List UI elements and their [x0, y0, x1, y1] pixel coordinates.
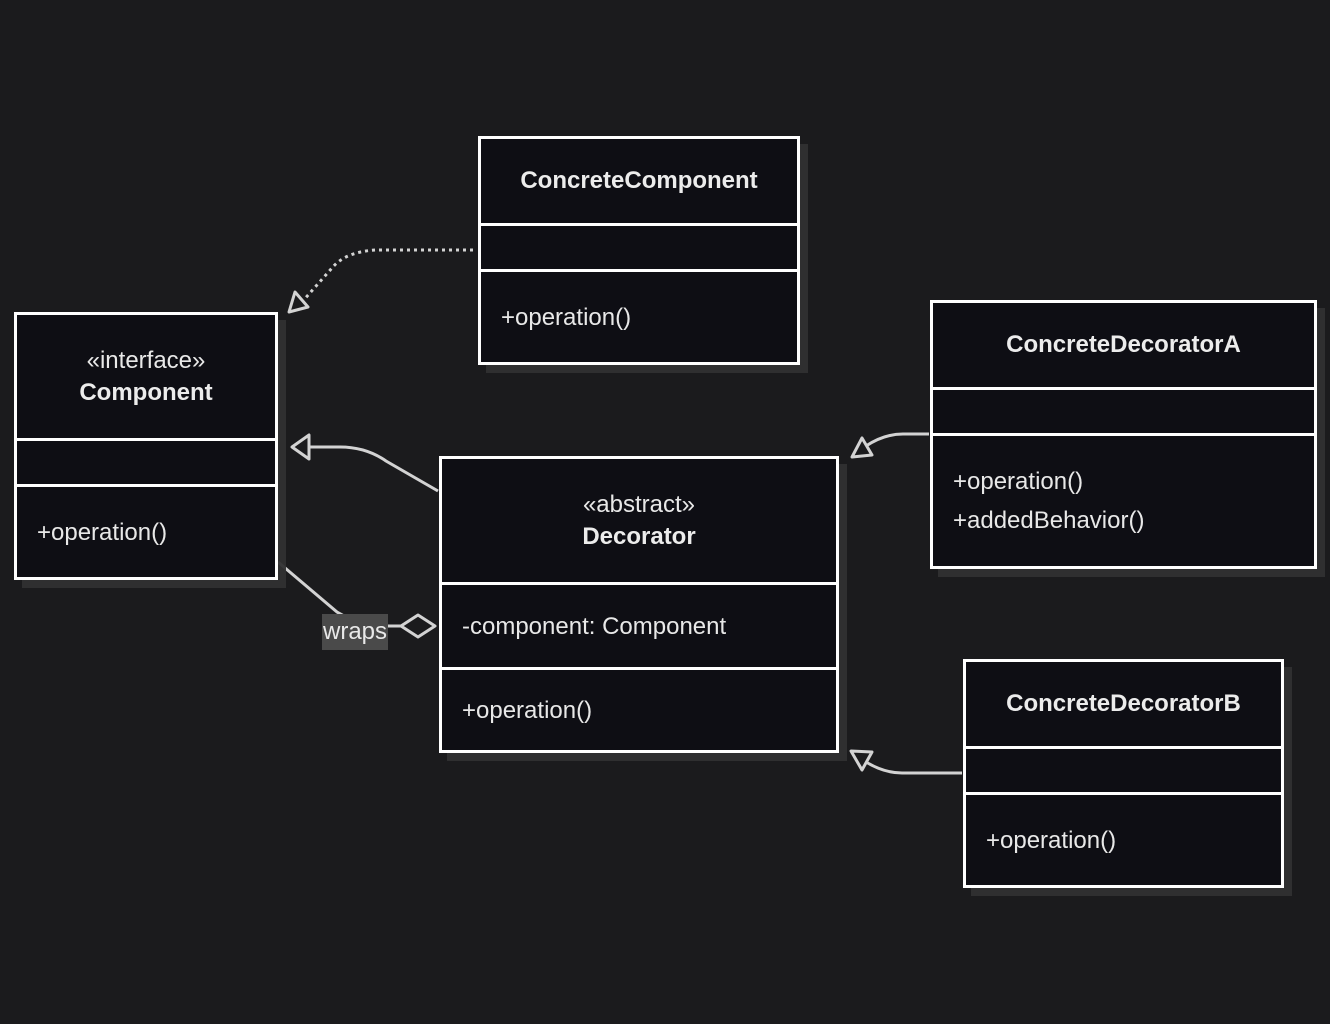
generalization-arrowhead-a: [850, 436, 874, 459]
class-decorator[interactable]: «abstract» Decorator -component: Compone…: [439, 456, 839, 753]
generalization-edge-decorator-a: [865, 432, 929, 448]
class-name: ConcreteDecoratorB: [1006, 690, 1241, 717]
realization-edge-concrete-component: [300, 248, 473, 303]
class-name: ConcreteComponent: [520, 167, 758, 194]
operation: +operation(): [953, 468, 1084, 495]
class-name: Decorator: [582, 522, 696, 550]
attributes-compartment: [966, 749, 1281, 795]
attributes-compartment: [17, 441, 275, 487]
class-header: «interface» Component: [17, 315, 275, 441]
operation: +operation(): [462, 696, 593, 724]
class-concrete-decorator-b[interactable]: ConcreteDecoratorB +operation(): [963, 659, 1284, 888]
operations-compartment: +operation(): [966, 795, 1281, 885]
operations-compartment: +operation(): [17, 487, 275, 577]
class-header: ConcreteComponent: [481, 139, 797, 226]
class-concrete-component[interactable]: ConcreteComponent +operation(): [478, 136, 800, 365]
attributes-compartment: [933, 390, 1314, 436]
class-header: ConcreteDecoratorA: [933, 303, 1314, 390]
attribute: -component: Component: [462, 612, 727, 640]
class-name: Component: [79, 378, 213, 406]
operation: +addedBehavior(): [953, 507, 1145, 534]
operation: +operation(): [37, 518, 168, 546]
class-name: ConcreteDecoratorA: [1006, 331, 1241, 358]
generalization-edge-decorator-b: [865, 760, 962, 775]
operation: +operation(): [501, 303, 632, 331]
class-component[interactable]: «interface» Component +operation(): [14, 312, 278, 580]
generalization-arrowhead-b: [849, 749, 874, 772]
class-header: ConcreteDecoratorB: [966, 662, 1281, 749]
realization-arrowhead: [287, 290, 310, 314]
operations-compartment: +operation() +addedBehavior(): [933, 436, 1314, 566]
attributes-compartment: [481, 226, 797, 272]
operation: +operation(): [986, 826, 1117, 854]
generalization-arrowhead: [290, 433, 311, 461]
operations-compartment: +operation(): [481, 272, 797, 362]
wraps-label: wraps: [322, 614, 389, 650]
class-concrete-decorator-a[interactable]: ConcreteDecoratorA +operation() +addedBe…: [930, 300, 1317, 569]
class-stereotype: «interface»: [86, 346, 206, 374]
generalization-edge-decorator: [310, 445, 439, 493]
class-header: «abstract» Decorator: [442, 459, 836, 585]
aggregation-diamond: [399, 613, 437, 639]
attributes-compartment: -component: Component: [442, 585, 836, 670]
class-stereotype: «abstract»: [582, 490, 696, 518]
operations-compartment: +operation(): [442, 670, 836, 750]
